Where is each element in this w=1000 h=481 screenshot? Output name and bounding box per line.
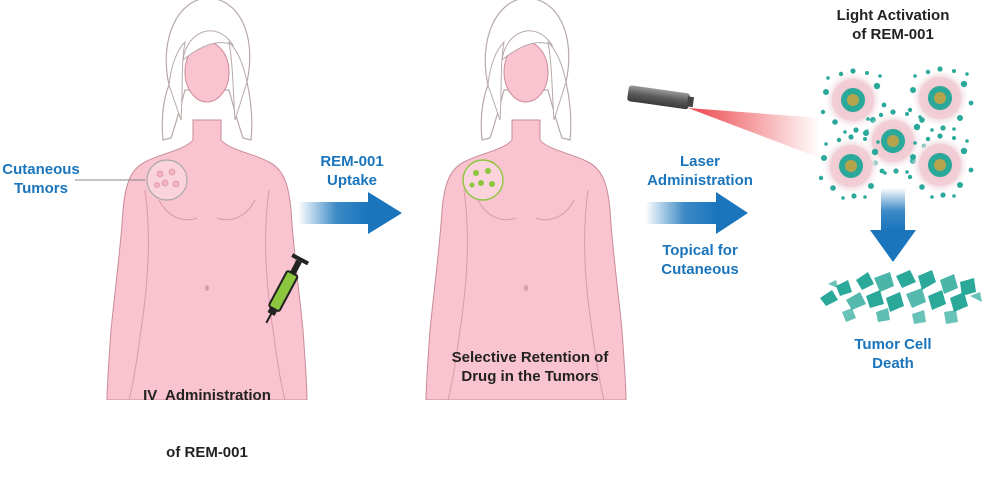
tumor-cells-cluster [818, 66, 974, 200]
arrow-right-icon-1 [298, 192, 402, 234]
laser-administration-label: Laser Administration [647, 153, 753, 189]
arrow-down-icon [870, 188, 916, 262]
tumor-cell-icon-2 [907, 66, 974, 132]
arrow-right-icon-2 [645, 192, 748, 234]
light-activation-label: Light Activation of REM-001 [836, 7, 950, 43]
iv-administration-label: IV Administration of REM-001 [143, 387, 271, 461]
female-body-figure-1 [106, 0, 308, 400]
tumor-circle-icon [75, 159, 188, 201]
uptake-label: REM-001 Uptake [320, 153, 384, 189]
topical-cutaneous-label: Topical for Cutaneous [661, 242, 739, 278]
cutaneous-tumors-label: Cutaneous Tumors [2, 161, 80, 197]
syringe-icon [265, 253, 310, 324]
laser-pointer-icon [627, 85, 820, 158]
drug-retention-circle-icon [462, 159, 504, 201]
tumor-cell-death-label: Tumor Cell Death [854, 336, 932, 372]
female-body-figure-2 [425, 0, 627, 400]
diagram-canvas [75, 0, 982, 400]
cell-debris-icon [820, 270, 982, 324]
selective-retention-label: Selective Retention of Drug in the Tumor… [451, 349, 609, 385]
